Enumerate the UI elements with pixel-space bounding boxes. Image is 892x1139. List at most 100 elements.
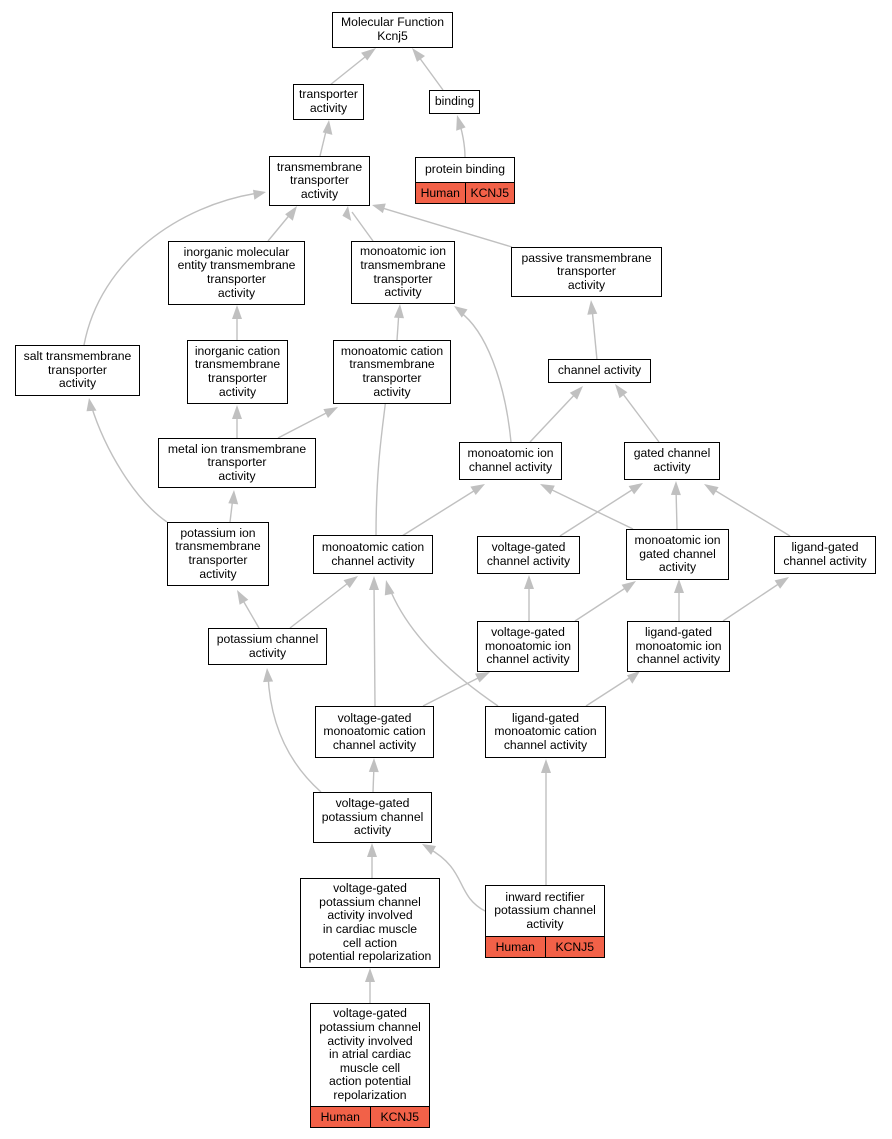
annotation-row: Human KCNJ5 bbox=[416, 182, 514, 203]
node-voltage-gated-potassium-channel-activity-atrial-repolarization[interactable]: voltage-gated potassium channel activity… bbox=[310, 1003, 430, 1128]
node-channel-activity[interactable]: channel activity bbox=[548, 359, 651, 383]
edge bbox=[83, 192, 259, 346]
node-ligand-gated-monoatomic-cation-channel-activity[interactable]: ligand-gated monoatomic cation channel a… bbox=[485, 706, 606, 758]
arrowhead bbox=[541, 759, 551, 773]
edge bbox=[289, 579, 353, 629]
edge bbox=[422, 674, 485, 707]
node-potassium-channel-activity[interactable]: potassium channel activity bbox=[208, 628, 327, 665]
edge bbox=[375, 396, 387, 537]
node-gated-channel-activity[interactable]: gated channel activity bbox=[624, 442, 720, 480]
node-monoatomic-ion-transmembrane-transporter-activity[interactable]: monoatomic ion transmembrane transporter… bbox=[351, 241, 455, 304]
node-voltage-gated-potassium-channel-activity-cardiac-repolarization[interactable]: voltage-gated potassium channel activity… bbox=[300, 878, 440, 968]
node-molecular-function-kcnj5[interactable]: Molecular Function Kcnj5 bbox=[332, 12, 453, 48]
arrowhead bbox=[470, 484, 485, 495]
arrowhead bbox=[587, 300, 598, 315]
arrowhead bbox=[237, 590, 249, 605]
arrowhead bbox=[228, 490, 239, 505]
node-potassium-ion-transmembrane-transporter-activity[interactable]: potassium ion transmembrane transporter … bbox=[167, 522, 269, 586]
arrowhead bbox=[342, 206, 352, 221]
node-voltage-gated-potassium-channel-activity[interactable]: voltage-gated potassium channel activity bbox=[313, 792, 432, 843]
node-ligand-gated-channel-activity[interactable]: ligand-gated channel activity bbox=[774, 536, 876, 574]
annotation-row: Human KCNJ5 bbox=[486, 936, 604, 957]
node-label: monoatomic cation channel activity bbox=[321, 539, 425, 568]
node-label: ligand-gated channel activity bbox=[783, 540, 867, 568]
node-passive-transmembrane-transporter-activity[interactable]: passive transmembrane transporter activi… bbox=[511, 247, 662, 297]
arrowhead bbox=[621, 581, 636, 594]
arrowhead bbox=[368, 758, 379, 773]
node-monoatomic-ion-channel-activity[interactable]: monoatomic ion channel activity bbox=[459, 442, 562, 480]
arrowhead bbox=[86, 398, 97, 412]
arrowhead bbox=[524, 575, 534, 589]
node-transporter-activity[interactable]: transporter activity bbox=[293, 84, 364, 120]
edge bbox=[619, 389, 660, 443]
node-label: monoatomic ion transmembrane transporter… bbox=[359, 244, 447, 300]
edge bbox=[277, 409, 333, 439]
node-transmembrane-transporter-activity[interactable]: transmembrane transporter activity bbox=[269, 156, 370, 206]
arrowhead bbox=[365, 968, 375, 982]
arrowhead bbox=[615, 384, 628, 399]
node-monoatomic-cation-transmembrane-transporter-activity[interactable]: monoatomic cation transmembrane transpor… bbox=[333, 340, 451, 404]
node-voltage-gated-monoatomic-ion-channel-activity[interactable]: voltage-gated monoatomic ion channel act… bbox=[477, 621, 579, 672]
node-label: metal ion transmembrane transporter acti… bbox=[167, 441, 307, 483]
node-label: monoatomic cation transmembrane transpor… bbox=[340, 343, 444, 399]
node-inorganic-cation-transmembrane-transporter-activity[interactable]: inorganic cation transmembrane transport… bbox=[187, 340, 288, 404]
annotation-gene: KCNJ5 bbox=[369, 1107, 429, 1127]
edge bbox=[574, 584, 631, 622]
arrowhead bbox=[322, 120, 333, 135]
arrowhead bbox=[384, 580, 395, 596]
arrowhead bbox=[456, 115, 466, 131]
node-ligand-gated-monoatomic-ion-channel-activity[interactable]: ligand-gated monoatomic ion channel acti… bbox=[627, 621, 730, 672]
node-label: inorganic molecular entity transmembrane… bbox=[177, 244, 296, 300]
node-voltage-gated-channel-activity[interactable]: voltage-gated channel activity bbox=[477, 536, 580, 574]
node-label: voltage-gated channel activity bbox=[486, 540, 571, 568]
arrowhead bbox=[394, 304, 404, 319]
node-label: potassium ion transmembrane transporter … bbox=[175, 525, 261, 581]
arrowhead bbox=[627, 671, 640, 684]
arrowhead bbox=[454, 306, 468, 318]
annotation-species: Human bbox=[486, 937, 545, 957]
arrowheads bbox=[86, 48, 789, 982]
node-label: inward rectifier potassium channel activ… bbox=[494, 889, 596, 931]
node-monoatomic-cation-channel-activity[interactable]: monoatomic cation channel activity bbox=[313, 535, 433, 574]
edge bbox=[547, 487, 634, 530]
node-label: salt transmembrane transporter activity bbox=[23, 349, 132, 391]
edge bbox=[591, 307, 598, 361]
edge bbox=[722, 580, 784, 622]
arrowhead bbox=[774, 577, 789, 589]
node-label: binding bbox=[434, 94, 475, 109]
arrowhead bbox=[253, 189, 266, 200]
node-label: voltage-gated potassium channel activity… bbox=[308, 881, 432, 964]
annotation-gene: KCNJ5 bbox=[464, 183, 514, 203]
node-label: ligand-gated monoatomic ion channel acti… bbox=[635, 625, 722, 667]
node-label: inorganic cation transmembrane transport… bbox=[194, 343, 281, 399]
node-label: transporter activity bbox=[299, 87, 358, 115]
edge bbox=[267, 674, 322, 793]
edge bbox=[585, 674, 635, 707]
node-salt-transmembrane-transporter-activity[interactable]: salt transmembrane transporter activity bbox=[15, 345, 140, 396]
node-label: voltage-gated monoatomic ion channel act… bbox=[484, 625, 572, 667]
edge bbox=[351, 211, 374, 242]
node-label: passive transmembrane transporter activi… bbox=[521, 250, 652, 292]
node-label: potassium channel activity bbox=[216, 631, 319, 660]
arrowhead bbox=[369, 576, 379, 590]
node-binding[interactable]: binding bbox=[429, 90, 480, 114]
node-voltage-gated-monoatomic-cation-channel-activity[interactable]: voltage-gated monoatomic cation channel … bbox=[315, 706, 434, 758]
node-inward-rectifier-potassium-channel-activity[interactable]: inward rectifier potassium channel activ… bbox=[485, 885, 605, 958]
node-protein-binding[interactable]: protein binding Human KCNJ5 bbox=[415, 157, 515, 204]
annotation-gene: KCNJ5 bbox=[544, 937, 604, 957]
arrowhead bbox=[232, 305, 242, 319]
node-metal-ion-transmembrane-transporter-activity[interactable]: metal ion transmembrane transporter acti… bbox=[158, 438, 316, 488]
node-label: monoatomic ion channel activity bbox=[467, 446, 554, 474]
arrowhead bbox=[674, 579, 684, 593]
arrowhead bbox=[285, 206, 297, 221]
node-inorganic-molecular-entity-transmembrane-transporter-activity[interactable]: inorganic molecular entity transmembrane… bbox=[168, 241, 305, 305]
edge bbox=[267, 211, 293, 242]
edge bbox=[378, 206, 513, 248]
node-label: ligand-gated monoatomic cation channel a… bbox=[494, 710, 597, 752]
arrowhead bbox=[361, 48, 376, 61]
node-label: protein binding bbox=[425, 162, 505, 177]
edge bbox=[459, 311, 512, 443]
node-monoatomic-ion-gated-channel-activity[interactable]: monoatomic ion gated channel activity bbox=[626, 529, 729, 580]
arrowhead bbox=[343, 576, 358, 589]
